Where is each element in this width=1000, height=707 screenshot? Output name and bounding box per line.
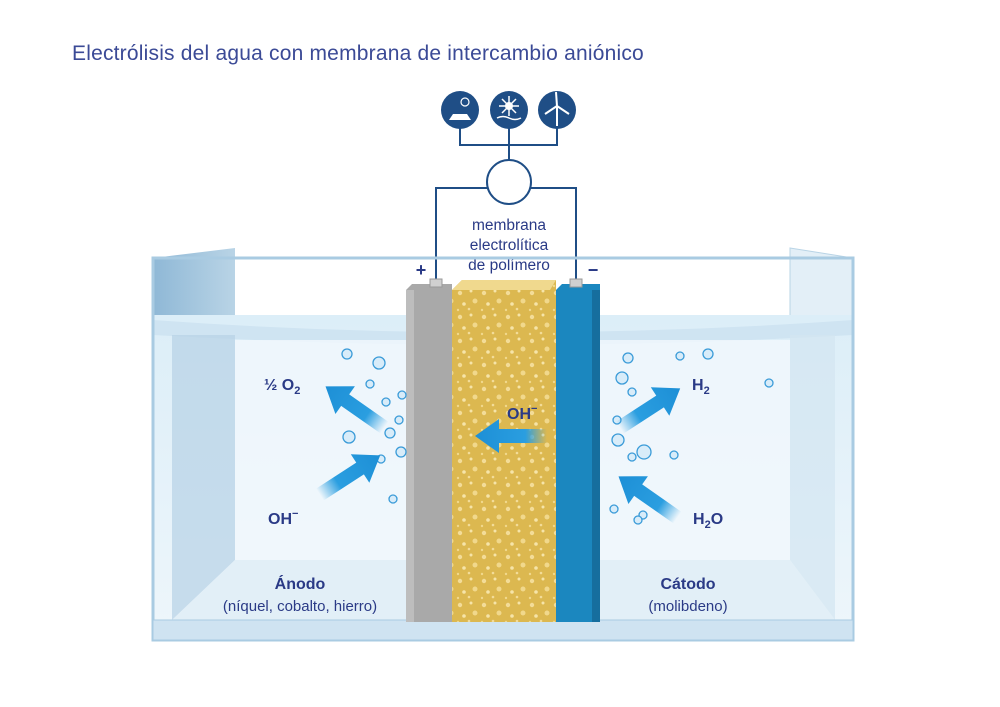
h2-label: H2 <box>692 377 710 397</box>
hydro-turbine-icon <box>490 91 528 129</box>
oh-anode-label: OH− <box>268 508 298 528</box>
anode-materials: (níquel, cobalto, hierro) <box>223 598 377 615</box>
o2-label: ½ O2 <box>264 377 300 397</box>
solar-panel-icon <box>441 91 479 129</box>
circuit <box>435 159 577 285</box>
energy-sources <box>459 128 558 160</box>
power-supply-icon <box>486 159 532 205</box>
source-wires <box>459 128 558 160</box>
h2o-label: H2O <box>693 511 723 531</box>
gas-bubbles <box>341 348 774 525</box>
anode-electrode <box>406 278 452 622</box>
wind-turbine-icon <box>538 91 576 129</box>
oh-membrane-label: OH− <box>507 403 537 423</box>
membrane-label-2: electrolítica <box>470 237 549 254</box>
cathode-electrode <box>556 278 600 622</box>
membrane-label-3: de polímero <box>468 257 550 274</box>
positive-terminal-label: + <box>416 260 427 280</box>
cathode-materials: (molibdeno) <box>648 598 727 615</box>
diagram-title: Electrólisis del agua con membrana de in… <box>72 42 644 65</box>
membrane-label-1: membrana <box>472 217 546 234</box>
negative-terminal-label: − <box>588 260 599 280</box>
polymer-membrane <box>452 280 556 622</box>
anode-label: Ánodo <box>275 574 326 593</box>
cathode-label: Cátodo <box>660 576 715 593</box>
